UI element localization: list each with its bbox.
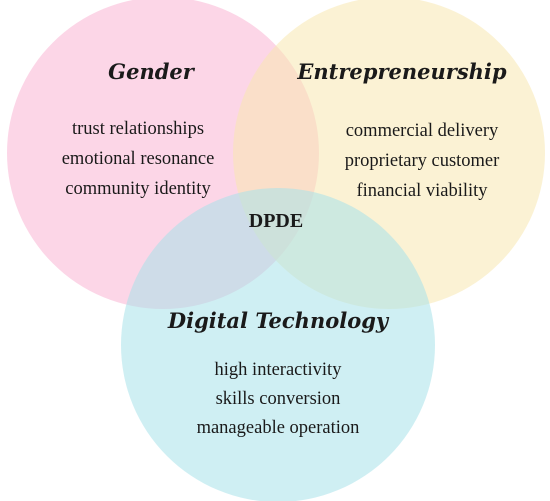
digital-technology-title: Digital Technology [167,308,390,333]
digital-technology-item-1: high interactivity [215,360,343,380]
entrepreneurship-item-1: commercial delivery [346,121,499,141]
gender-item-1: trust relationships [72,119,204,139]
gender-title: Gender [108,59,196,84]
entrepreneurship-title: Entrepreneurship [296,59,507,84]
center-label: DPDE [249,210,303,232]
entrepreneurship-item-3: financial viability [357,181,489,201]
digital-technology-circle [121,188,435,501]
digital-technology-item-2: skills conversion [216,389,341,409]
gender-item-2: emotional resonance [62,149,215,169]
entrepreneurship-item-2: proprietary customer [345,151,500,171]
digital-technology-item-3: manageable operation [197,418,360,438]
gender-item-3: community identity [65,179,211,199]
